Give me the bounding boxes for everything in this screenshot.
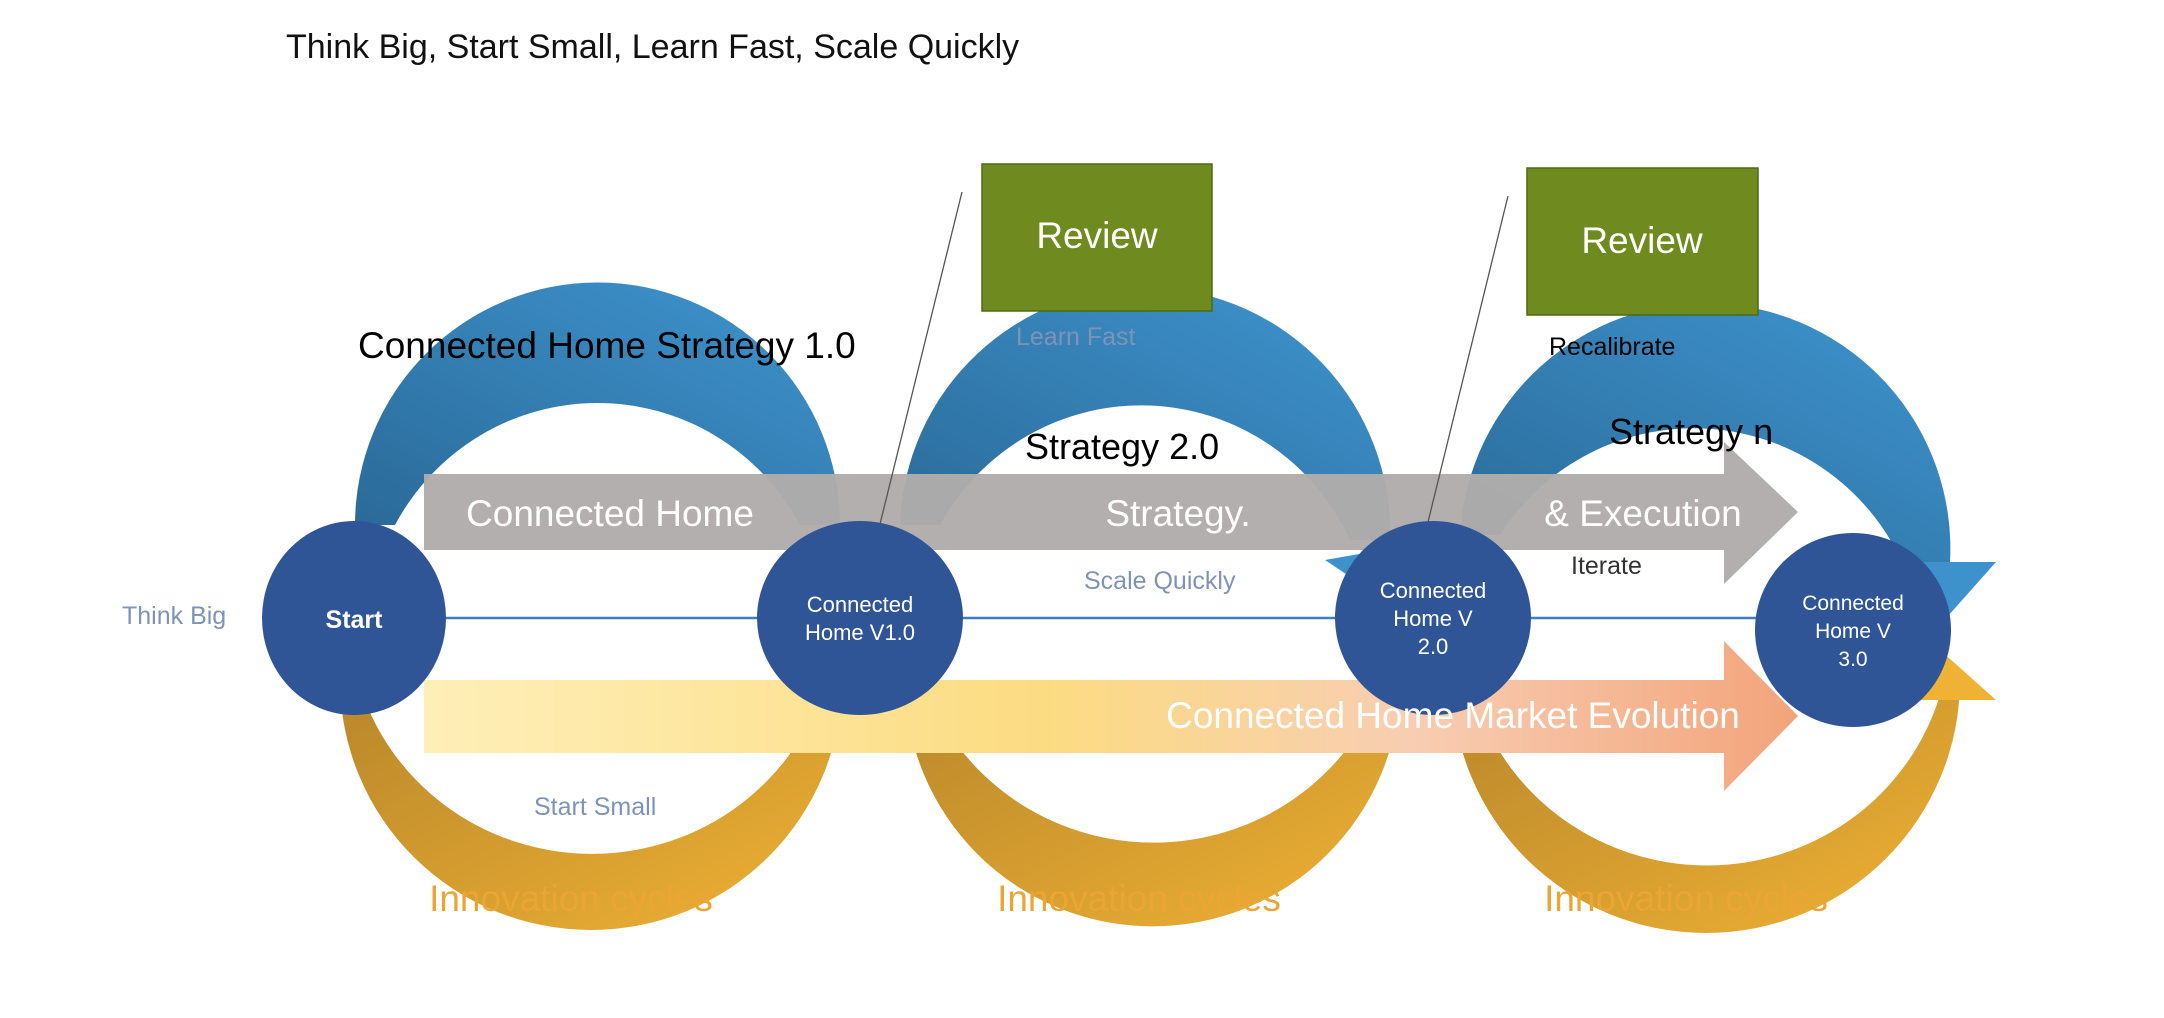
callout-line-2 <box>1427 195 1509 523</box>
note-start-small: Start Small <box>534 793 656 821</box>
node-v2-line-1: Connected <box>1380 578 1486 603</box>
note-think-big: Think Big <box>122 602 226 630</box>
page-heading: Think Big, Start Small, Learn Fast, Scal… <box>286 28 1019 66</box>
node-v2-line-3: 2.0 <box>1418 634 1449 659</box>
node-v1-line-2: Home V1.0 <box>805 620 915 645</box>
innovation-label-2: Innovation cycles <box>997 878 1281 919</box>
strategy-title-1: Connected Home Strategy 1.0 <box>358 325 856 366</box>
strategy-title-n: Strategy n <box>1609 411 1773 452</box>
gold-arc-2 <box>905 680 1400 927</box>
review-label-1: Review <box>1036 215 1158 256</box>
blue-arc-2 <box>900 287 1391 540</box>
gray-arrow-text-right: & Execution <box>1544 493 1741 534</box>
node-connected-home-v3: Connected Home V 3.0 <box>1755 533 1951 727</box>
note-iterate: Iterate <box>1571 552 1642 580</box>
callout-line-1 <box>879 191 963 525</box>
innovation-label-3: Innovation cycles <box>1544 878 1828 919</box>
market-arrow-text: Connected Home Market Evolution <box>1166 695 1740 736</box>
review-box-2: Review <box>1526 167 1759 316</box>
blue-arc-3 <box>1460 303 1951 562</box>
innovation-label-1: Innovation cycles <box>429 878 713 919</box>
gray-arrow-text-middle: Strategy. <box>1105 493 1250 534</box>
node-v1-line-1: Connected <box>807 592 913 617</box>
note-scale-quickly: Scale Quickly <box>1084 567 1236 595</box>
note-learn-fast: Learn Fast <box>1016 323 1136 351</box>
gray-arrow-text-left: Connected Home <box>466 493 754 534</box>
gold-arc-1 <box>340 680 842 930</box>
node-v3-line-1: Connected <box>1802 592 1904 615</box>
review-label-2: Review <box>1581 220 1703 261</box>
blue-arc-1 <box>355 282 840 525</box>
node-v2-line-2: Home V <box>1393 606 1473 631</box>
node-v3-line-3: 3.0 <box>1838 648 1867 671</box>
review-box-1: Review <box>981 163 1213 312</box>
node-connected-home-v2: Connected Home V 2.0 <box>1335 521 1531 715</box>
market-evolution-arrow <box>424 641 1798 791</box>
node-connected-home-v1: Connected Home V1.0 <box>757 521 963 715</box>
node-v3-line-2: Home V <box>1815 620 1891 643</box>
node-start-label: Start <box>326 606 384 634</box>
gold-arc-3 <box>1452 680 1960 933</box>
note-recalibrate: Recalibrate <box>1549 333 1675 361</box>
node-start: Start <box>262 521 446 715</box>
strategy-title-2: Strategy 2.0 <box>1025 426 1219 467</box>
